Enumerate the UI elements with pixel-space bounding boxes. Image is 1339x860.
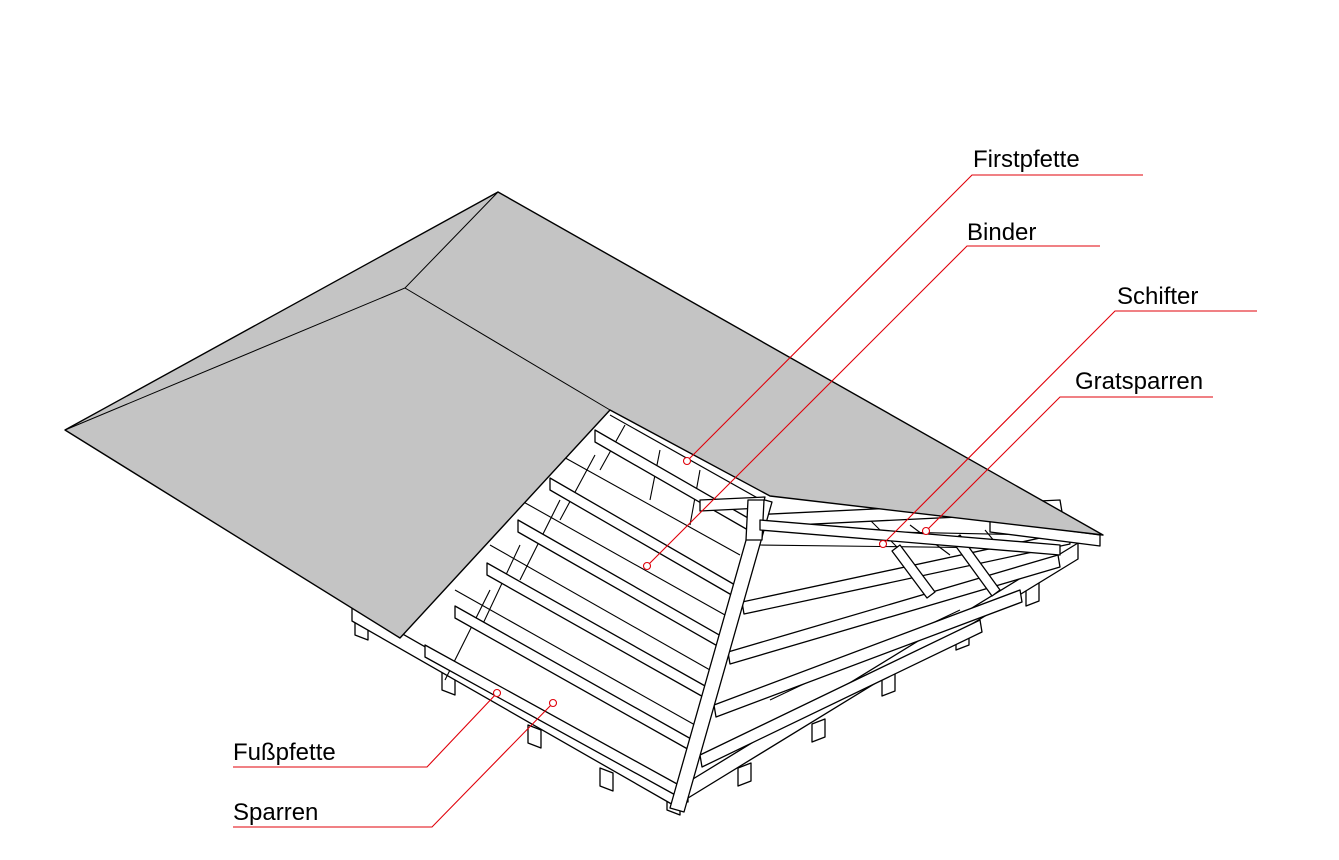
label-schifter: Schifter [1117,283,1198,310]
leader-line [646,245,1100,567]
schifter-rafter [699,619,983,768]
schifter-rafter [891,544,936,599]
schifter-rafter [713,589,1023,718]
label-binder: Binder [967,219,1036,246]
support-post [527,724,542,749]
sparren-rafter [517,519,729,653]
label-gratsparren: Gratsparren [1075,368,1203,395]
support-post [599,767,614,792]
callout-firstpfette: Firstpfette [682,146,1143,466]
sparren-rafter [424,644,689,803]
callout-binder: Binder [642,219,1100,571]
timber-structure [351,414,1101,816]
callout-fusspfette: Fußpfette [233,688,502,768]
leader-line [882,310,1257,545]
leader-anchor [921,526,931,536]
callout-schifter: Schifter [878,283,1257,549]
label-sparren: Sparren [233,799,318,826]
sparren-rafter [486,562,715,704]
roof-cover [64,191,1104,639]
leader-anchor [642,561,652,571]
support-post [737,762,752,787]
gratsparren-beam-front [669,497,773,813]
label-firstpfette: Firstpfette [973,146,1080,173]
roof-hip-line [404,287,611,411]
hip-strut [759,519,1061,556]
leader-anchor [548,698,558,708]
schifter-rafter [741,531,1071,615]
leader-line [686,174,1143,462]
gratsparren-beams [669,496,1101,813]
leader-line [233,692,498,768]
leader-line [925,396,1213,532]
leader-anchor [682,456,692,466]
roof-surface [64,191,1104,639]
support-post [811,718,826,743]
leader-anchor [878,539,888,549]
callout-gratsparren: Gratsparren [921,368,1213,536]
label-callouts: Firstpfette Binder Schifter Gratsparren … [233,146,1257,828]
callout-sparren: Sparren [233,698,558,828]
schifter-rafter [727,554,1061,665]
leader-line [233,702,554,828]
label-fusspfette: Fußpfette [233,739,336,766]
schifter-rafters [699,499,1071,768]
leader-anchor [492,688,502,698]
